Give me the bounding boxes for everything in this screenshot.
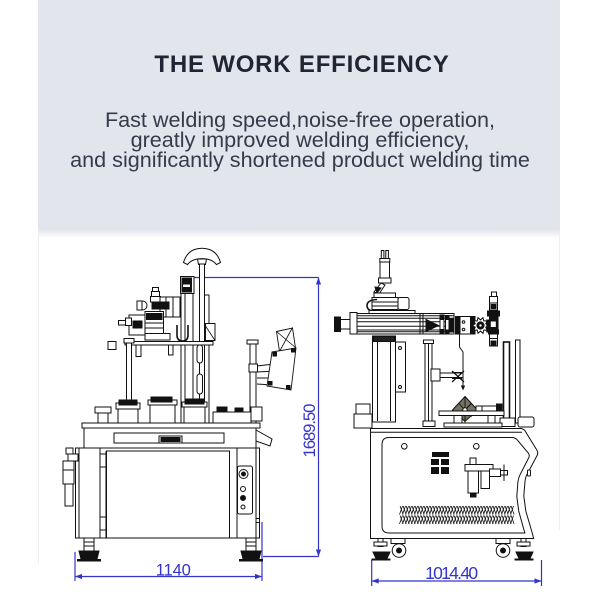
svg-text:1140: 1140 (156, 562, 191, 580)
svg-text:1014.40: 1014.40 (425, 563, 478, 583)
svg-text:1689.50: 1689.50 (300, 404, 319, 458)
